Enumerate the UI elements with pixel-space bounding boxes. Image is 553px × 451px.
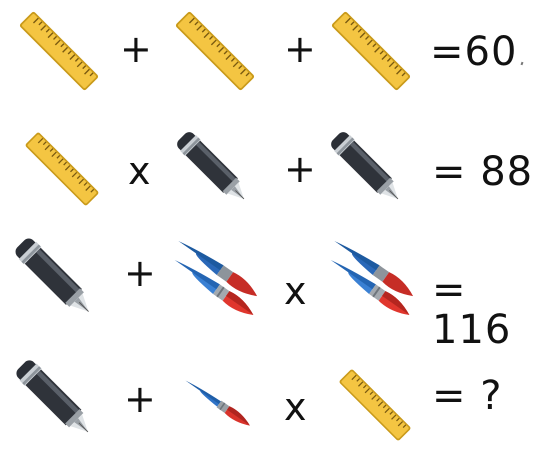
fountain-pen-icon bbox=[172, 128, 260, 214]
fountain-pen-icon bbox=[326, 128, 414, 214]
equation-result: = 116 bbox=[432, 267, 512, 353]
plus-operator: + bbox=[284, 147, 316, 191]
ruler-icon bbox=[170, 8, 260, 94]
fountain-pen-icon bbox=[10, 356, 106, 448]
fountain-pen-icon bbox=[10, 234, 106, 328]
ruler-icon bbox=[326, 8, 416, 94]
equation-result: = ? bbox=[432, 373, 503, 419]
plus-operator: + bbox=[124, 377, 156, 421]
double-paintbrush-icon bbox=[166, 232, 264, 330]
equation-result: = 88 bbox=[432, 149, 534, 195]
times-operator: x bbox=[284, 385, 307, 429]
equation-result: =60 bbox=[430, 29, 518, 75]
times-operator: x bbox=[284, 269, 307, 313]
double-paintbrush-icon bbox=[322, 232, 420, 330]
ruler-icon bbox=[334, 366, 416, 444]
paintbrush-icon bbox=[178, 362, 260, 446]
stray-mark bbox=[520, 61, 524, 66]
plus-operator: + bbox=[124, 251, 156, 295]
ruler-icon bbox=[22, 128, 102, 210]
ruler-icon bbox=[14, 8, 104, 94]
times-operator: x bbox=[128, 149, 151, 193]
plus-operator: + bbox=[120, 27, 152, 71]
plus-operator: + bbox=[284, 27, 316, 71]
